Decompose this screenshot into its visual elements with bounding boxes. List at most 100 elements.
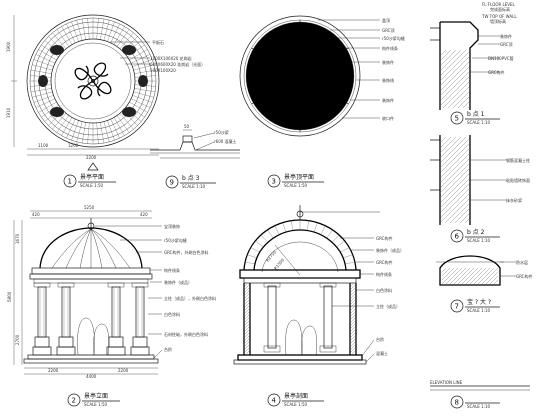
paving-joint — [81, 18, 86, 40]
hatch-line — [349, 334, 357, 342]
dome-rib — [65, 228, 92, 269]
paving-joint — [66, 119, 76, 139]
hatch-line — [464, 218, 470, 224]
elev-dim-bottom-l: 2200 — [48, 368, 59, 373]
d7-number: 7 — [455, 303, 459, 311]
column-plinth — [32, 346, 52, 356]
dome-section-hatch — [291, 220, 293, 231]
paving-joint — [71, 120, 79, 141]
hatch-line — [243, 337, 251, 345]
plan-number: 1 — [68, 178, 72, 186]
hatch-line — [452, 91, 470, 109]
d8-scale: SCALE 1:10 — [467, 404, 491, 409]
paving-joint — [52, 113, 67, 130]
b1-note-2: GRC顶 — [500, 42, 512, 47]
b2-title: b 点 2 — [467, 228, 485, 236]
elev-note-2: r50沙浆勾缝 — [164, 237, 187, 243]
hatch-line — [243, 328, 251, 336]
sec-note-2: 装饰件（成品） — [376, 247, 404, 253]
column-shaft — [37, 286, 47, 338]
hatch-line — [441, 267, 455, 281]
b2-hatch — [440, 136, 470, 224]
elev-note-5: 装饰件（成品） — [164, 279, 192, 285]
sec-note-5: 白色涂料 — [376, 287, 392, 293]
dome-section-hatch — [345, 262, 356, 264]
elev-number: 2 — [72, 397, 76, 405]
column-base — [58, 336, 74, 348]
hatch-line — [442, 81, 470, 109]
paving-joint — [30, 88, 52, 93]
sec-dim-r-a: R2750 — [265, 249, 277, 262]
paving-joint — [76, 20, 83, 41]
paving-joint — [96, 122, 99, 144]
elev-note-6: 立柱（成品），外刷白色涂料 — [164, 295, 216, 301]
paving-joint — [87, 122, 90, 144]
paving-joint — [129, 101, 148, 113]
d7-scale: SCALE 1:10 — [467, 308, 491, 313]
hatch-line — [440, 193, 470, 223]
hatch-line — [440, 136, 447, 143]
sec-number: 4 — [272, 397, 277, 405]
hatch-line — [349, 331, 357, 339]
hatch-line — [441, 267, 459, 285]
column-plinth — [56, 346, 76, 356]
elev-dim-top-l: 420 — [32, 212, 40, 217]
hatch-line — [440, 143, 470, 173]
elev-note-9: 台阶 — [164, 346, 172, 352]
paving-joint — [134, 88, 156, 93]
paving-joint — [113, 117, 125, 136]
plan-dim-bottom-c: 2200 — [86, 155, 97, 160]
paving-joint — [133, 64, 154, 71]
hatch-line — [440, 49, 452, 61]
dome-section-hatch — [266, 229, 274, 238]
roof-scale: SCALE 1:50 — [284, 183, 308, 188]
elev-dim-bottom-r: 2200 — [118, 368, 129, 373]
hatch-line — [349, 340, 357, 348]
d7-title: 宝 ? 大 ? — [467, 298, 491, 306]
plan-title: 景亭平面 — [80, 173, 104, 181]
dome-ribs — [51, 228, 131, 269]
hatch-line — [440, 51, 470, 81]
d7-note-2: GRC构件 — [516, 273, 532, 279]
paving-joint — [131, 54, 151, 64]
sec-note-7: 台阶 — [376, 336, 384, 342]
hatch-line — [485, 271, 499, 285]
b2-note-3: 抹灰砂浆 — [506, 197, 522, 203]
hatch-line — [248, 352, 251, 355]
paving-joint — [133, 91, 154, 98]
hatch-line — [349, 289, 357, 297]
hatch-line — [243, 307, 251, 315]
b3-scale: SCALE 1:10 — [182, 184, 206, 189]
paving-joint — [38, 49, 57, 61]
b3-dim: 50 — [184, 124, 190, 129]
hatch-line — [243, 301, 251, 309]
paving-joint — [100, 122, 105, 144]
plan-dim-left-a: 1900 — [6, 41, 11, 52]
elev-dim-h-b: 2700 — [15, 334, 20, 345]
b1-level-3: TW TOP OF WALL — [481, 14, 517, 19]
hatch-line — [440, 76, 470, 106]
hatch-line — [243, 283, 248, 288]
hatch-line — [349, 298, 357, 306]
roof-note-6: 装饰线 — [382, 77, 394, 83]
hatch-line — [473, 267, 491, 285]
roof-note-1: 盖顶 — [382, 17, 390, 23]
paving-joint — [33, 59, 54, 67]
paving-joint — [61, 117, 73, 136]
paving-joint — [119, 32, 134, 49]
hatch-line — [440, 71, 470, 101]
detail-b3: 50 r50沙浆 r600 混凝土 9 b 点 3 SCALE 1:10 — [150, 124, 240, 189]
b2-number: 6 — [455, 233, 460, 241]
paving-joint — [129, 49, 148, 61]
hatch-line — [489, 275, 499, 285]
d7-hatch — [441, 267, 499, 285]
paving-joint — [107, 120, 115, 141]
roof-note-5: 装饰件 — [382, 59, 394, 65]
hatch-line — [440, 183, 470, 213]
column-shaft — [111, 286, 121, 338]
b1-level-1: FL FLOOR LEVEL — [482, 2, 516, 7]
hatch-line — [349, 301, 357, 309]
paving-joint — [30, 69, 52, 74]
